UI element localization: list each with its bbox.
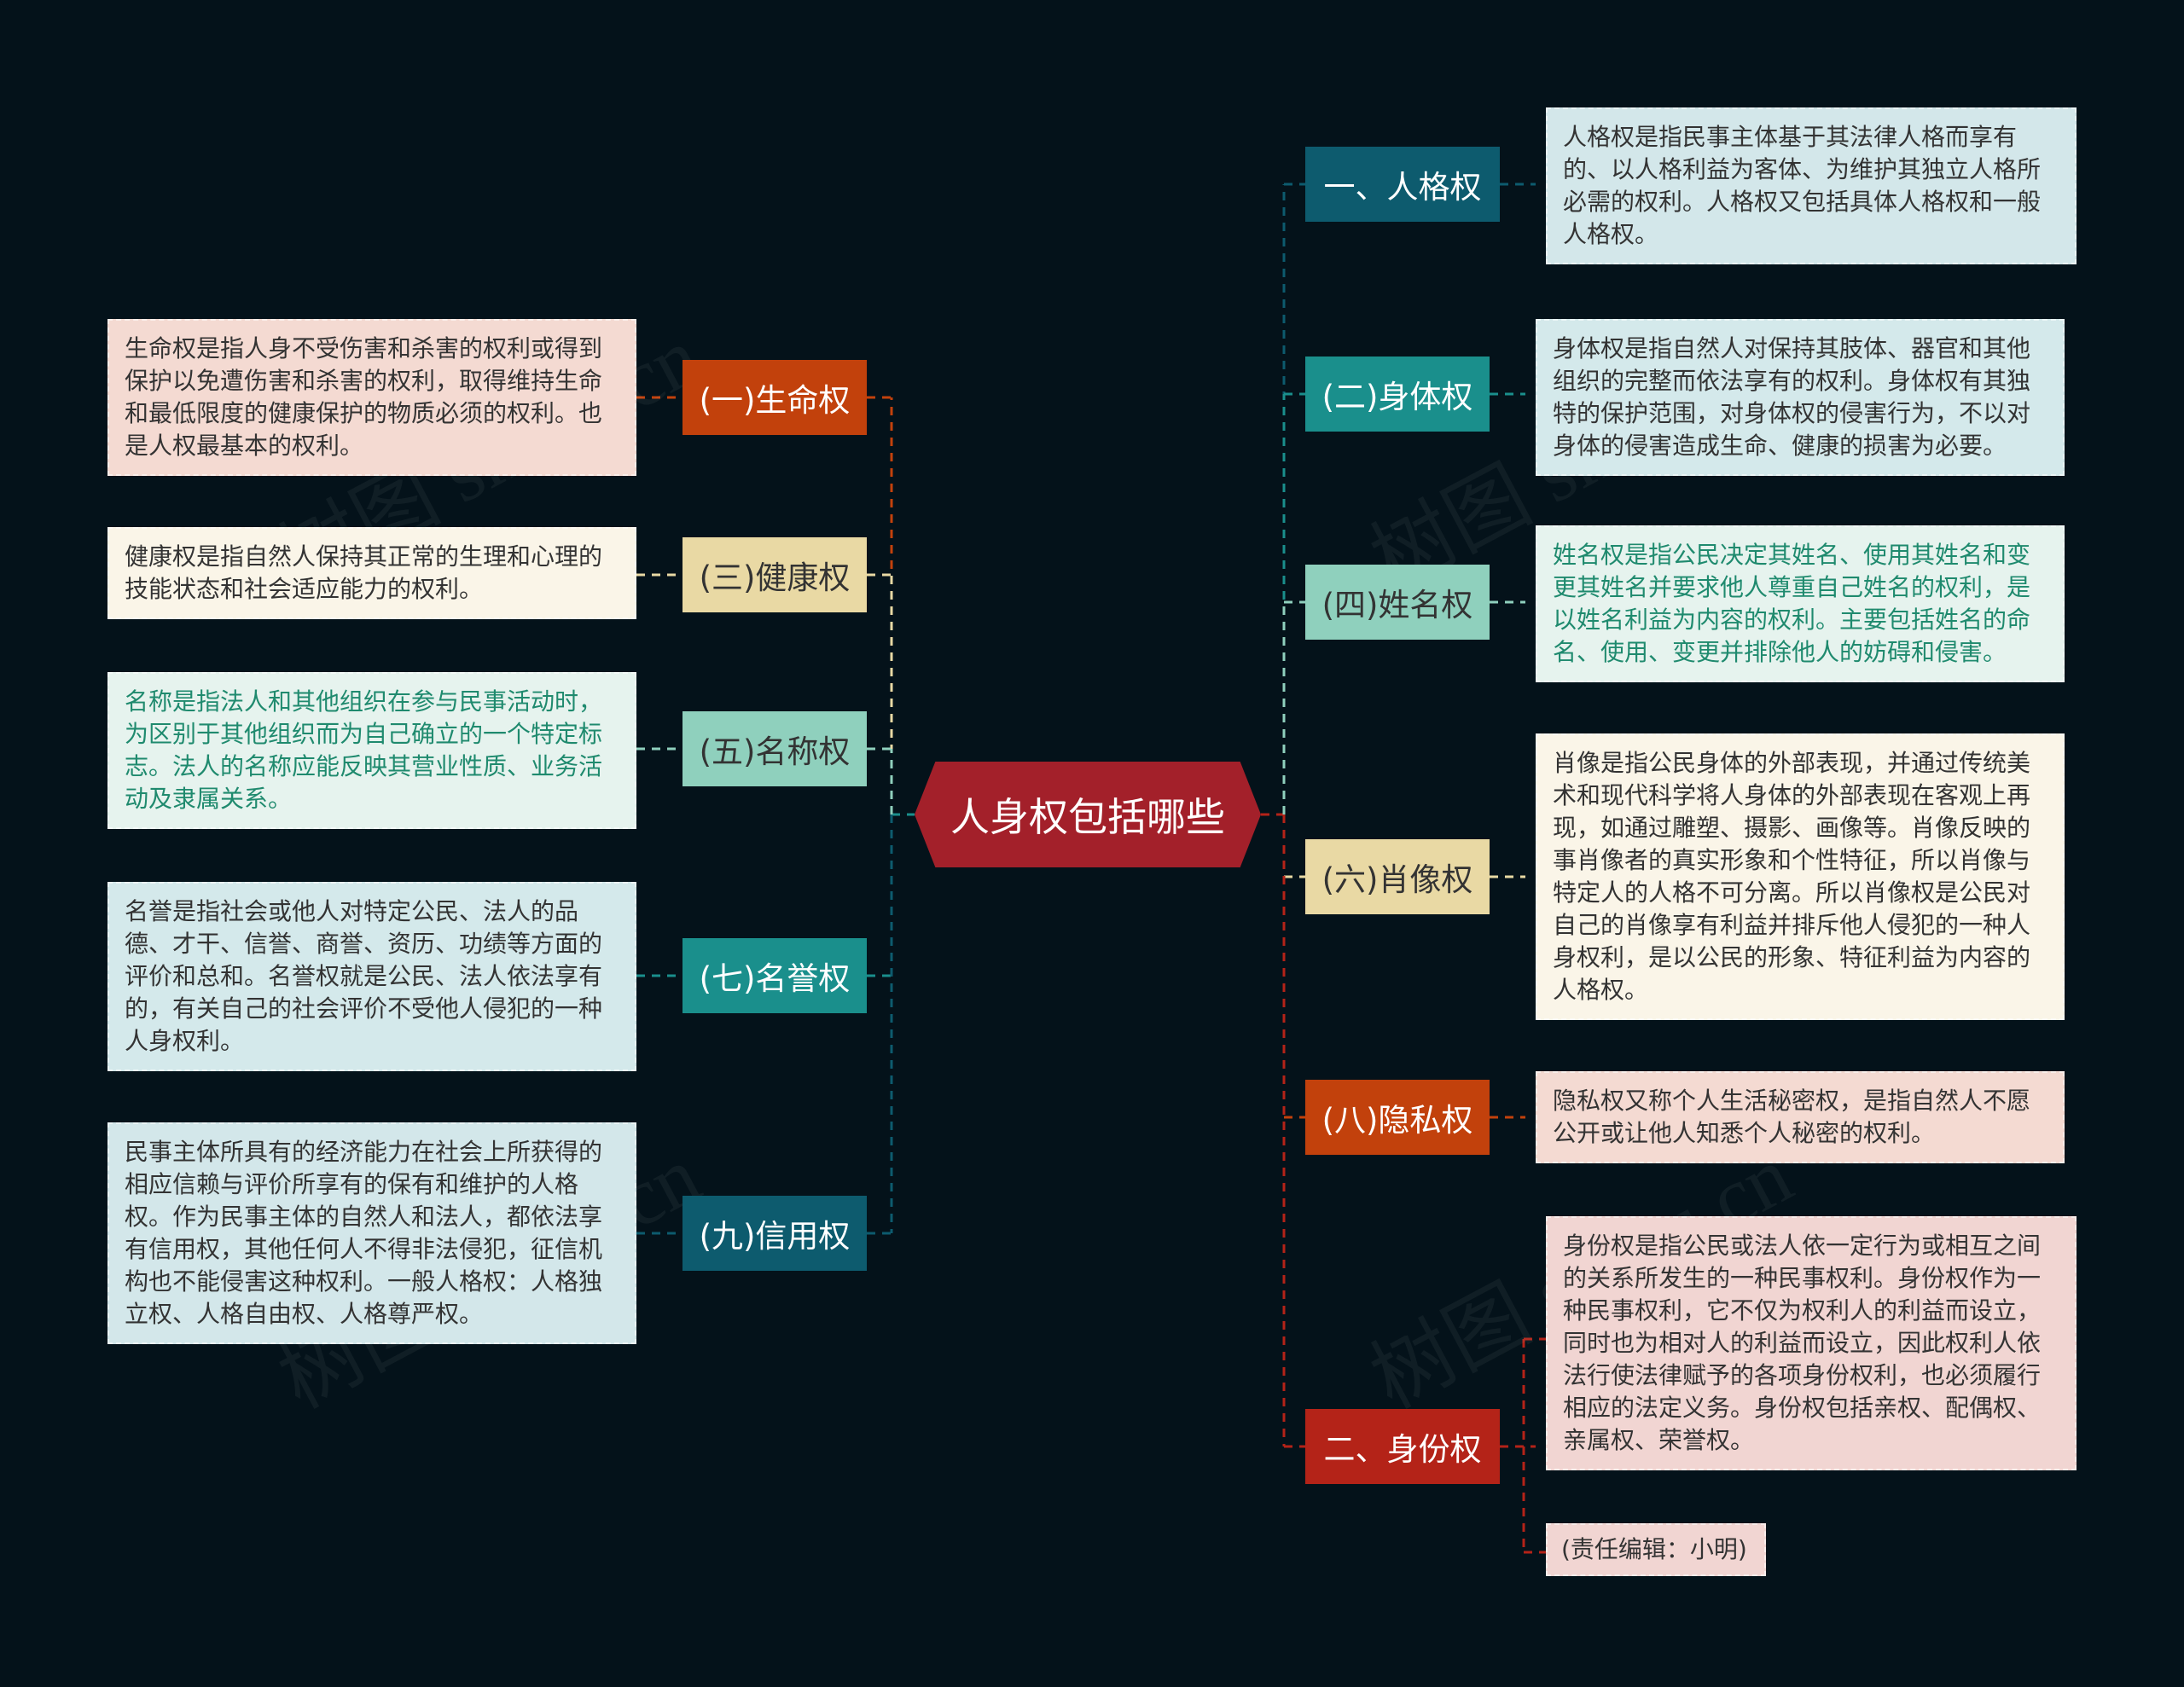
topic-personality-right[interactable]: 一、人格权 xyxy=(1305,147,1500,222)
root-topic[interactable]: 人身权包括哪些 xyxy=(915,762,1261,867)
topic-portrait-right[interactable]: (六)肖像权 xyxy=(1305,839,1490,914)
topic-name-entity-right[interactable]: (五)名称权 xyxy=(682,711,867,786)
topic-body-right[interactable]: (二)身体权 xyxy=(1305,357,1490,432)
note-portrait-right: 肖像是指公民身体的外部表现，并通过传统美术和现代科学将人身体的外部表现在客观上再… xyxy=(1536,733,2065,1020)
note-surname-right: 姓名权是指公民决定其姓名、使用其姓名和变更其姓名并要求他人尊重自己姓名的权利，是… xyxy=(1536,525,2065,682)
note-personality-right: 人格权是指民事主体基于其法律人格而享有的、以人格利益为客体、为维护其独立人格所必… xyxy=(1546,107,2077,264)
note-health-right: 健康权是指自然人保持其正常的生理和心理的技能状态和社会适应能力的权利。 xyxy=(107,527,636,619)
note-name-entity-right: 名称是指法人和其他组织在参与民事活动时，为区别于其他组织而为自己确立的一个特定标… xyxy=(107,672,636,829)
topic-reputation-right[interactable]: (七)名誉权 xyxy=(682,938,867,1013)
topic-surname-right[interactable]: (四)姓名权 xyxy=(1305,565,1490,640)
note-identity-right: 身份权是指公民或法人依一定行为或相互之间的关系所发生的一种民事权利。身份权作为一… xyxy=(1546,1216,2077,1470)
topic-life-right[interactable]: (一)生命权 xyxy=(682,360,867,435)
note-life-right: 生命权是指人身不受伤害和杀害的权利或得到保护以免遭伤害和杀害的权利，取得维持生命… xyxy=(107,319,636,476)
topic-identity-right[interactable]: 二、身份权 xyxy=(1305,1409,1500,1484)
topic-health-right[interactable]: (三)健康权 xyxy=(682,537,867,612)
note-body-right: 身体权是指自然人对保持其肢体、器官和其他组织的完整而依法享有的权利。身体权有其独… xyxy=(1536,319,2065,476)
note-reputation-right: 名誉是指社会或他人对特定公民、法人的品德、才干、信誉、商誉、资历、功绩等方面的评… xyxy=(107,882,636,1071)
topic-privacy-right[interactable]: (八)隐私权 xyxy=(1305,1080,1490,1155)
note-credit-right: 民事主体所具有的经济能力在社会上所获得的相应信赖与评价所享有的保有和维护的人格权… xyxy=(107,1122,636,1344)
note-editor-credit: (责任编辑：小明) xyxy=(1546,1523,1766,1576)
topic-credit-right[interactable]: (九)信用权 xyxy=(682,1196,867,1271)
note-privacy-right: 隐私权又称个人生活秘密权，是指自然人不愿公开或让他人知悉个人秘密的权利。 xyxy=(1536,1071,2065,1163)
